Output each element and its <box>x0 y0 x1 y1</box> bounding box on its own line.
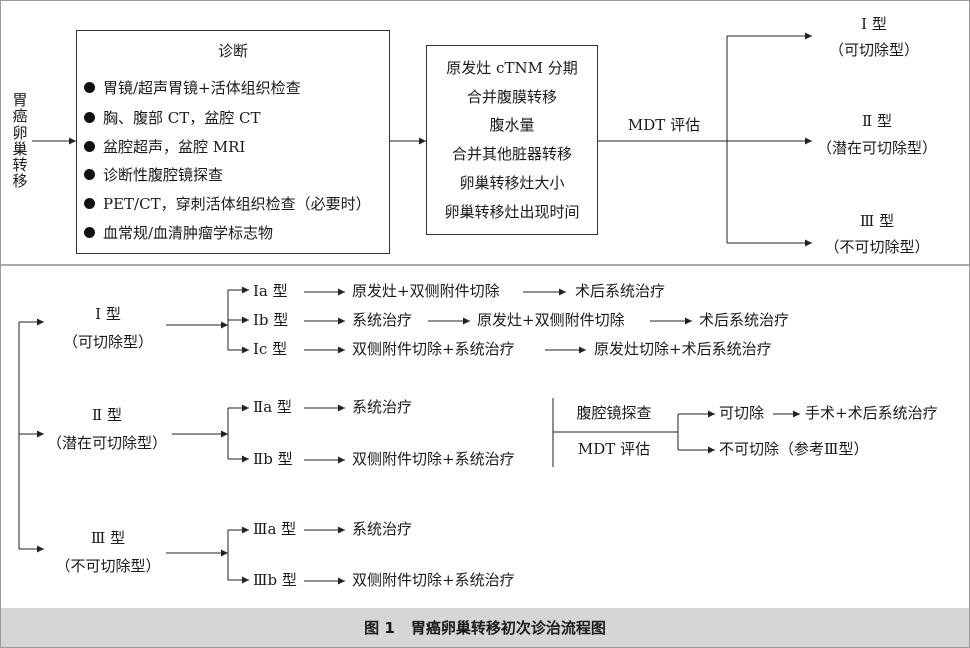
top-type-2-name: Ⅱ 型 <box>862 112 892 130</box>
diagnosis-box <box>76 30 390 254</box>
bullet-icon <box>84 112 95 123</box>
subtype-IIa-label: Ⅱa 型 <box>253 398 292 416</box>
diagnosis-item: 盆腔超声，盆腔 MRI <box>84 140 245 155</box>
assessment-factors-box <box>426 45 598 235</box>
subtype-IIIa-label: Ⅲa 型 <box>253 520 297 538</box>
diagnosis-item-text: 胃镜/超声胃镜+活体组织检查 <box>103 79 301 97</box>
Ib-step-2: 原发灶+双侧附件切除 <box>477 311 625 329</box>
diagnosis-item-text: PET/CT，穿刺活体组织检查（必要时） <box>103 195 371 213</box>
IIIb-step-1: 双侧附件切除+系统治疗 <box>352 571 515 589</box>
subtype-Ic-label: Ⅰc 型 <box>253 340 288 358</box>
diagnosis-item: 血常规/血清肿瘤学标志物 <box>84 226 273 241</box>
figure-caption: 图 1 胃癌卵巢转移初次诊治流程图 <box>1 608 969 647</box>
diagnosis-item-text: 血常规/血清肿瘤学标志物 <box>103 224 274 242</box>
bullet-icon <box>84 227 95 238</box>
factor-item: 原发灶 cTNM 分期 <box>446 59 578 77</box>
diagnosis-item: PET/CT，穿刺活体组织检查（必要时） <box>84 197 371 212</box>
side-label-char: 卵 <box>12 123 28 142</box>
lower-type-2-desc: （潜在可切除型） <box>46 434 168 452</box>
lower-type-3-desc: （不可切除型） <box>55 557 161 575</box>
top-type-1-desc: （可切除型） <box>828 41 920 59</box>
bullet-icon <box>84 82 95 93</box>
subtype-Ia-label: Ⅰa 型 <box>253 282 288 300</box>
factor-item: 合并其他脏器转移 <box>451 145 573 163</box>
Ic-step-1: 双侧附件切除+系统治疗 <box>352 340 515 358</box>
diagnosis-item-text: 盆腔超声，盆腔 MRI <box>103 138 246 156</box>
subtype-IIIb-label: Ⅲb 型 <box>253 571 297 589</box>
resectable-next: 手术+术后系统治疗 <box>805 404 938 422</box>
side-label-char: 癌 <box>12 107 28 126</box>
factor-item: 合并腹膜转移 <box>466 88 558 106</box>
side-label: 胃 癌 卵 巢 转 移 <box>10 92 30 190</box>
top-type-1-name: Ⅰ 型 <box>861 15 887 33</box>
bullet-icon <box>84 141 95 152</box>
IIa-step-1: 系统治疗 <box>352 398 413 416</box>
Ia-step-2: 术后系统治疗 <box>575 282 666 300</box>
lower-type-1-name: Ⅰ 型 <box>95 305 121 323</box>
Ib-step-1: 系统治疗 <box>352 311 413 329</box>
lower-type-2-name: Ⅱ 型 <box>92 406 122 424</box>
bullet-icon <box>84 198 95 209</box>
top-type-3-name: Ⅲ 型 <box>859 212 895 230</box>
side-label-char: 胃 <box>12 91 28 109</box>
reassess-mdt: MDT 评估 <box>577 440 651 458</box>
subtype-IIb-label: Ⅱb 型 <box>253 450 293 468</box>
reassess-laparoscopy: 腹腔镜探查 <box>576 404 652 422</box>
factor-item: 卵巢转移灶大小 <box>459 174 565 192</box>
factor-item: 卵巢转移灶出现时间 <box>444 203 580 221</box>
IIIa-step-1: 系统治疗 <box>352 520 413 538</box>
side-label-char: 转 <box>12 156 28 175</box>
IIb-step-1: 双侧附件切除+系统治疗 <box>352 450 515 468</box>
Ib-step-3: 术后系统治疗 <box>699 311 790 329</box>
section-divider <box>1 264 969 266</box>
subtype-Ib-label: Ⅰb 型 <box>253 311 289 329</box>
bullet-icon <box>84 169 95 180</box>
lower-type-1-desc: （可切除型） <box>62 333 154 351</box>
lower-type-3-name: Ⅲ 型 <box>90 529 126 547</box>
diagnosis-item: 胃镜/超声胃镜+活体组织检查 <box>84 81 301 96</box>
side-label-char: 巢 <box>12 139 28 158</box>
factor-item: 腹水量 <box>489 116 535 134</box>
diagnosis-item-text: 胸、腹部 CT，盆腔 CT <box>103 109 261 127</box>
Ic-step-2: 原发灶切除+术后系统治疗 <box>594 340 772 358</box>
unresectable-label: 不可切除（参考Ⅲ型） <box>719 440 869 458</box>
diagnosis-item: 诊断性腹腔镜探查 <box>84 168 223 183</box>
top-type-3-desc: （不可切除型） <box>824 238 930 256</box>
side-label-char: 移 <box>12 172 28 191</box>
resectable-label: 可切除 <box>719 404 765 422</box>
Ia-step-1: 原发灶+双侧附件切除 <box>352 282 500 300</box>
caption-number: 图 1 <box>364 619 395 637</box>
diagnosis-item: 胸、腹部 CT，盆腔 CT <box>84 111 261 126</box>
diagnosis-item-text: 诊断性腹腔镜探查 <box>103 166 224 184</box>
caption-text: 胃癌卵巢转移初次诊治流程图 <box>410 619 606 637</box>
mdt-label: MDT 评估 <box>627 116 701 134</box>
diagnosis-title: 诊断 <box>217 42 249 60</box>
top-type-2-desc: （潜在可切除型） <box>816 139 938 157</box>
